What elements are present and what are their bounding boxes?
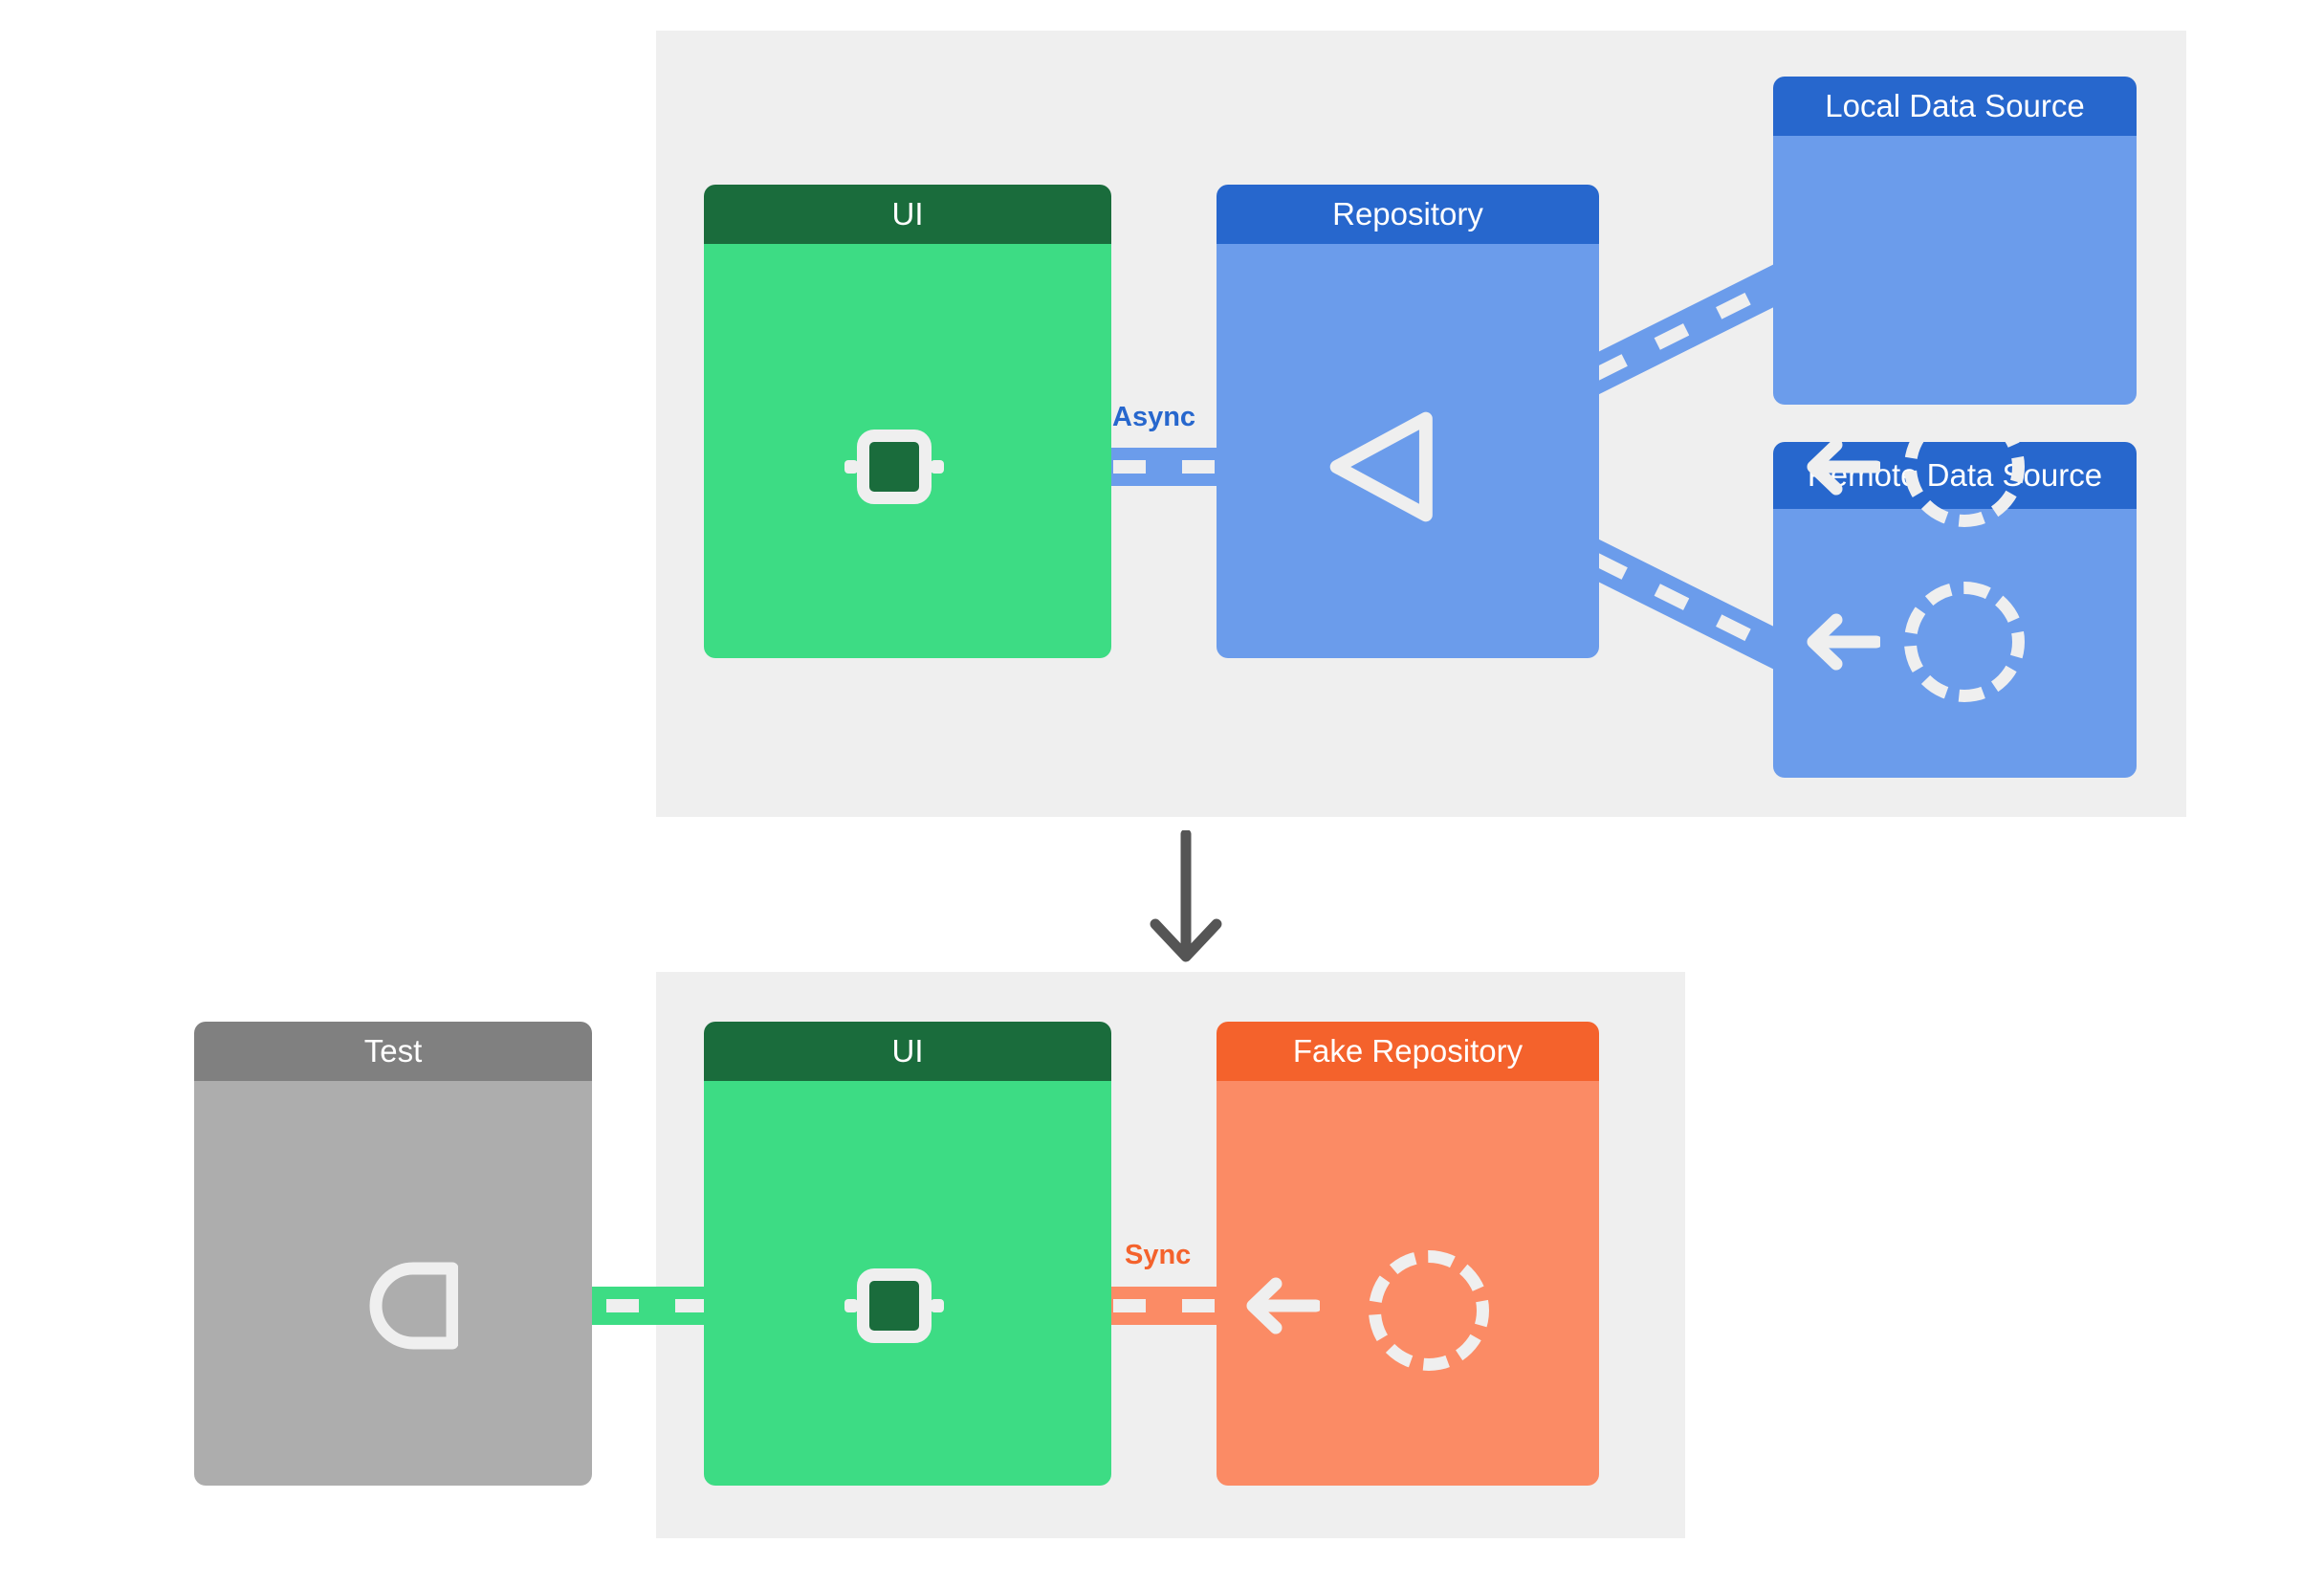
card-test[interactable]: Test	[194, 1022, 592, 1486]
card-ui-production[interactable]: UI	[704, 185, 1111, 658]
card-title: UI	[704, 1022, 1111, 1081]
card-body	[1217, 244, 1599, 658]
card-repository[interactable]: Repository	[1217, 185, 1599, 658]
card-title: Repository	[1217, 185, 1599, 244]
card-title: Test	[194, 1022, 592, 1081]
card-ui-test[interactable]: UI	[704, 1022, 1111, 1486]
connector-label-sync: Sync	[1125, 1240, 1192, 1270]
card-title: UI	[704, 185, 1111, 244]
card-title: Fake Repository	[1217, 1022, 1599, 1081]
plug-icon	[857, 1268, 932, 1343]
arrow-left-icon	[1246, 1277, 1320, 1334]
dashed-circle-icon	[1904, 582, 2025, 702]
connector-label-async: Async	[1112, 402, 1196, 432]
socket-icon	[369, 1262, 458, 1350]
card-body	[194, 1081, 592, 1486]
play-triangle-icon	[1329, 411, 1433, 522]
card-body	[1773, 136, 2137, 405]
dashed-circle-icon	[1904, 407, 2025, 527]
card-title: Local Data Source	[1773, 77, 2137, 136]
card-local-data-source[interactable]: Local Data Source	[1773, 77, 2137, 405]
dashed-circle-icon	[1369, 1250, 1489, 1371]
arrow-left-icon	[1807, 613, 1880, 671]
arrow-down-icon	[1150, 830, 1222, 962]
arrow-left-icon	[1807, 438, 1880, 496]
plug-icon	[857, 430, 932, 504]
